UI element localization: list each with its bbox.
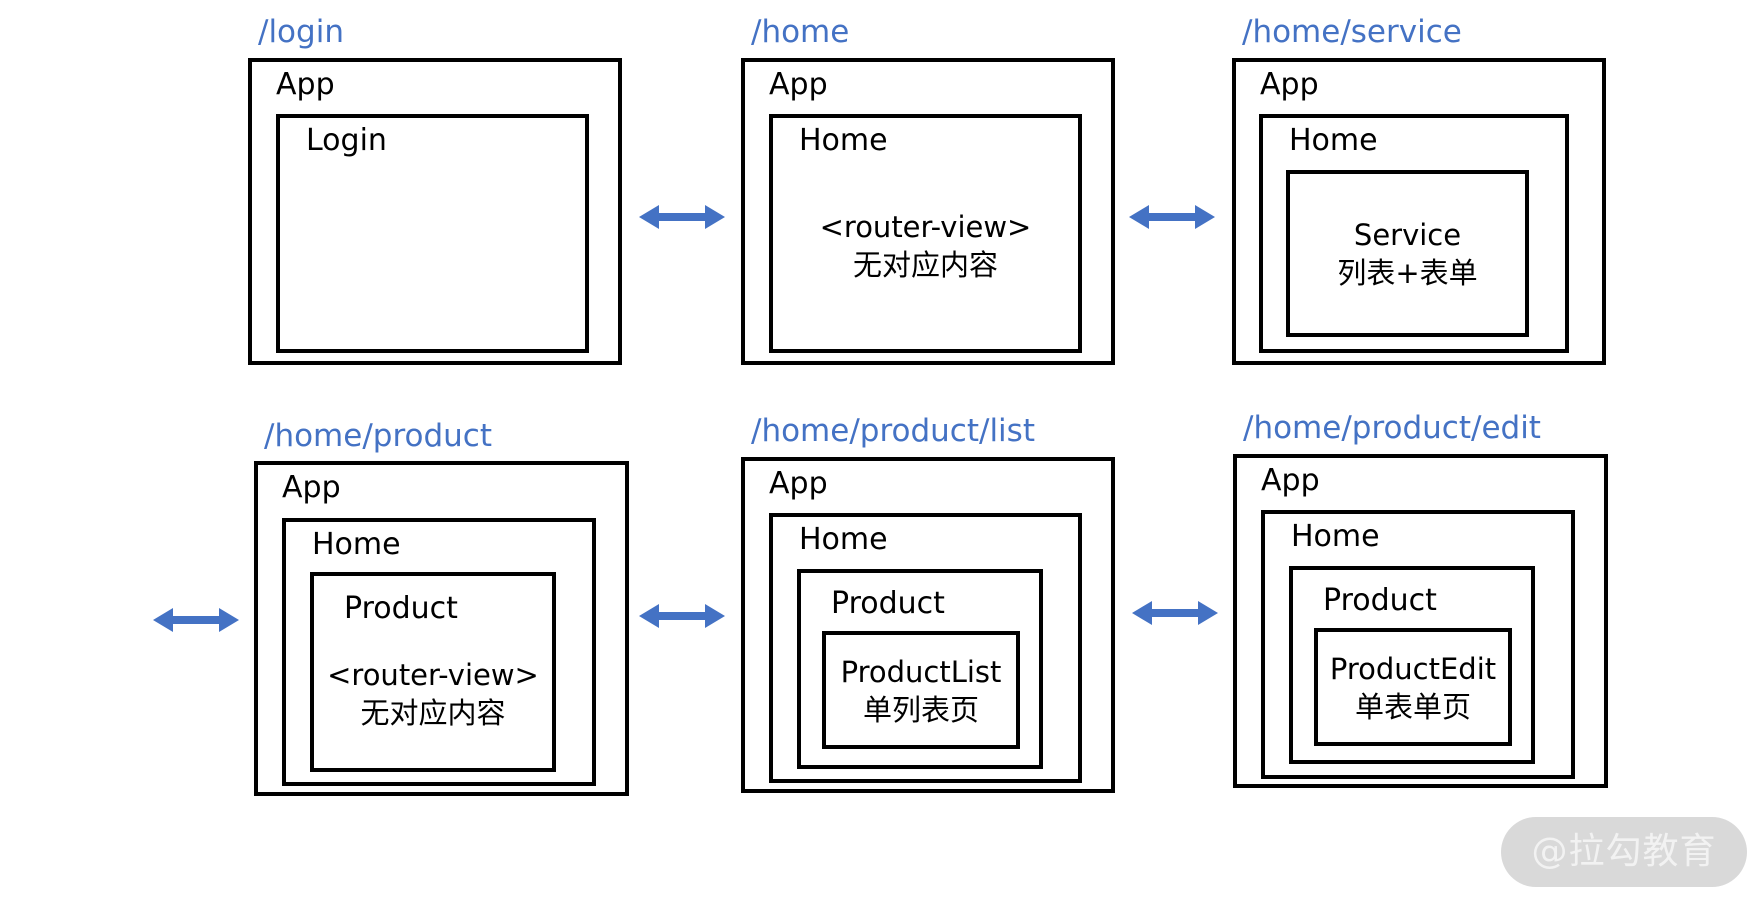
app-box: App Home Service 列表+表单: [1232, 58, 1606, 365]
no-content-text: 无对应内容: [360, 696, 506, 730]
product-label: Product: [344, 591, 458, 626]
app-box: App Login: [248, 58, 622, 365]
home-label: Home: [1291, 519, 1380, 554]
app-label: App: [769, 466, 828, 501]
home-label: Home: [1289, 123, 1378, 158]
route-label-login: /login: [258, 14, 344, 50]
home-label: Home: [799, 123, 888, 158]
service-desc: 列表+表单: [1337, 256, 1478, 290]
product-label: Product: [1323, 583, 1437, 618]
watermark: @拉勾教育: [1501, 817, 1747, 887]
app-box: App Home Product ProductEdit 单表单页: [1233, 454, 1608, 788]
home-box: Home Product ProductList 单列表页: [769, 513, 1082, 783]
app-box: App Home <router-view> 无对应内容: [741, 58, 1115, 365]
product-edit-box: ProductEdit 单表单页: [1314, 628, 1512, 746]
route-label-home-product: /home/product: [264, 418, 493, 454]
app-label: App: [1260, 67, 1319, 102]
product-box: Product <router-view> 无对应内容: [310, 572, 556, 772]
app-label: App: [282, 470, 341, 505]
double-arrow-icon: [639, 604, 725, 628]
product-box: Product ProductList 单列表页: [797, 569, 1043, 769]
app-box: App Home Product ProductList 单列表页: [741, 457, 1115, 793]
service-label: Service: [1353, 218, 1462, 252]
service-box: Service 列表+表单: [1286, 170, 1529, 337]
login-label: Login: [306, 123, 387, 158]
login-box: Login: [276, 114, 589, 353]
product-list-desc: 单列表页: [862, 693, 979, 727]
double-arrow-icon: [1129, 205, 1215, 229]
route-label-home: /home: [751, 14, 850, 50]
product-box: Product ProductEdit 单表单页: [1289, 566, 1535, 764]
router-view-text: <router-view>: [819, 210, 1032, 244]
router-view-text: <router-view>: [327, 658, 539, 692]
product-list-label: ProductList: [840, 655, 1002, 689]
app-box: App Home Product <router-view> 无对应内容: [254, 461, 629, 796]
home-box: Home Product <router-view> 无对应内容: [282, 518, 596, 786]
product-edit-label: ProductEdit: [1329, 652, 1497, 686]
product-list-box: ProductList 单列表页: [822, 631, 1020, 749]
home-box: Home <router-view> 无对应内容: [769, 114, 1082, 353]
product-edit-desc: 单表单页: [1354, 690, 1471, 724]
home-label: Home: [312, 527, 401, 562]
home-label: Home: [799, 522, 888, 557]
app-label: App: [276, 67, 335, 102]
route-label-home-service: /home/service: [1242, 14, 1462, 50]
product-label: Product: [831, 586, 945, 621]
double-arrow-icon: [153, 608, 239, 632]
double-arrow-icon: [639, 205, 725, 229]
app-label: App: [769, 67, 828, 102]
home-box: Home Product ProductEdit 单表单页: [1261, 510, 1575, 779]
app-label: App: [1261, 463, 1320, 498]
route-label-home-product-list: /home/product/list: [751, 413, 1035, 449]
route-label-home-product-edit: /home/product/edit: [1243, 410, 1541, 446]
home-box: Home Service 列表+表单: [1259, 114, 1569, 353]
no-content-text: 无对应内容: [852, 248, 998, 282]
double-arrow-icon: [1132, 601, 1218, 625]
